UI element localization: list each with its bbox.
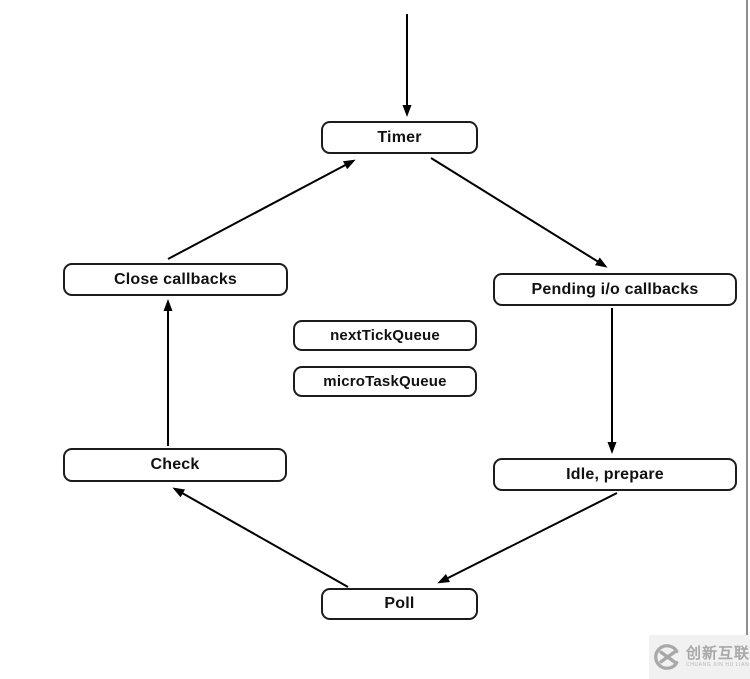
right-edge-divider — [746, 0, 748, 636]
node-next-tick-queue-label: nextTickQueue — [330, 327, 440, 344]
watermark-text: 创新互联 CHUANG XIN HU LIAN — [686, 646, 750, 668]
arrow-timer-to-pending-io-callbacks — [430, 157, 608, 268]
node-idle-prepare-label: Idle, prepare — [566, 465, 664, 483]
node-timer: Timer — [321, 121, 478, 154]
node-check-label: Check — [150, 456, 200, 473]
node-pending-io-callbacks-label: Pending i/o callbacks — [531, 280, 699, 298]
watermark-brand: 创新互联 — [686, 645, 750, 662]
node-next-tick-queue: nextTickQueue — [293, 320, 477, 351]
node-pending-io-callbacks: Pending i/o callbacks — [493, 273, 737, 306]
arrow-poll-to-check — [172, 487, 349, 588]
node-micro-task-queue-label: microTaskQueue — [323, 373, 447, 390]
node-poll-label: Poll — [384, 595, 415, 612]
node-close-callbacks: Close callbacks — [63, 263, 288, 296]
node-close-callbacks-label: Close callbacks — [113, 270, 238, 288]
watermark: 创新互联 CHUANG XIN HU LIAN — [649, 635, 750, 679]
arrow-idle-prepare-to-poll — [437, 492, 618, 584]
node-check: Check — [63, 448, 287, 482]
node-poll: Poll — [321, 588, 478, 620]
arrow-close-callbacks-to-timer — [167, 159, 356, 260]
node-micro-task-queue: microTaskQueue — [293, 366, 477, 397]
node-timer-label: Timer — [377, 128, 422, 146]
node-idle-prepare: Idle, prepare — [493, 458, 737, 491]
watermark-brand-sub: CHUANG XIN HU LIAN — [686, 662, 750, 668]
circle-x-logo — [654, 644, 679, 670]
